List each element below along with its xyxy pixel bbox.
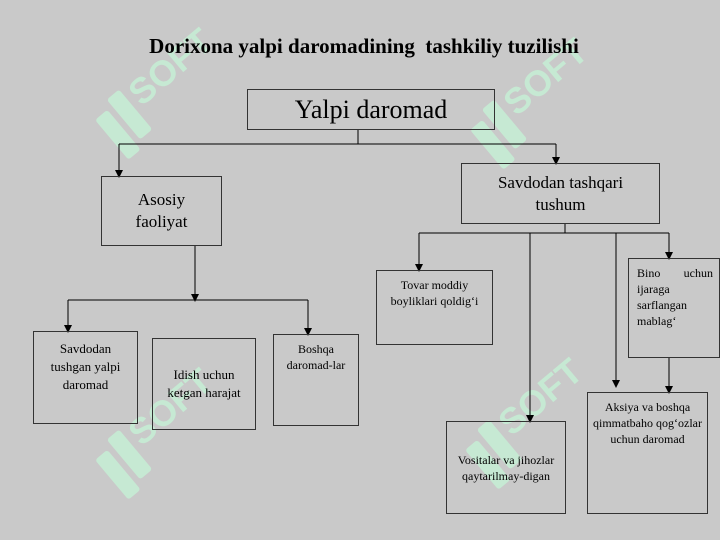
node-label: Asosiy faoliyat: [135, 190, 188, 231]
node-savdodan-tashqari-tushum: Savdodan tashqari tushum: [461, 163, 660, 224]
node-label: Savdodan tashqari tushum: [497, 172, 624, 214]
node-idish-harajat: Idish uchun ketgan harajat: [152, 338, 256, 430]
node-bino-ijara: Bino uchun ijaraga sarflangan mablag‘: [628, 258, 720, 358]
node-label: Aksiya va boshqa qimmatbaho qog‘ozlar uc…: [593, 400, 702, 446]
node-savdodan-tushgan: Savdodan tushgan yalpi daromad: [33, 331, 138, 424]
node-vositalar-jihozlar: Vositalar va jihozlar qaytarilmay-digan: [446, 421, 566, 514]
node-asosiy-faoliyat: Asosiy faoliyat: [101, 176, 222, 246]
node-label: Tovar moddiy boyliklari qoldig‘i: [390, 278, 479, 308]
node-aksiya-daromad: Aksiya va boshqa qimmatbaho qog‘ozlar uc…: [587, 392, 708, 514]
node-boshqa-daromadlar: Boshqa daromad-lar: [273, 334, 359, 426]
node-label: Boshqa daromad-lar: [286, 342, 346, 372]
node-label: Yalpi daromad: [294, 94, 448, 124]
page-title: Dorixona yalpi daromadining tashkiliy tu…: [149, 34, 579, 58]
node-label: Idish uchun ketgan harajat: [167, 367, 241, 400]
node-yalpi-daromad: Yalpi daromad: [247, 89, 495, 130]
node-label: Bino uchun ijaraga sarflangan mablag‘: [637, 266, 713, 328]
node-label: Savdodan tushgan yalpi daromad: [50, 341, 121, 392]
node-label: Vositalar va jihozlar qaytarilmay-digan: [457, 452, 555, 483]
node-tovar-moddiy: Tovar moddiy boyliklari qoldig‘i: [376, 270, 493, 345]
